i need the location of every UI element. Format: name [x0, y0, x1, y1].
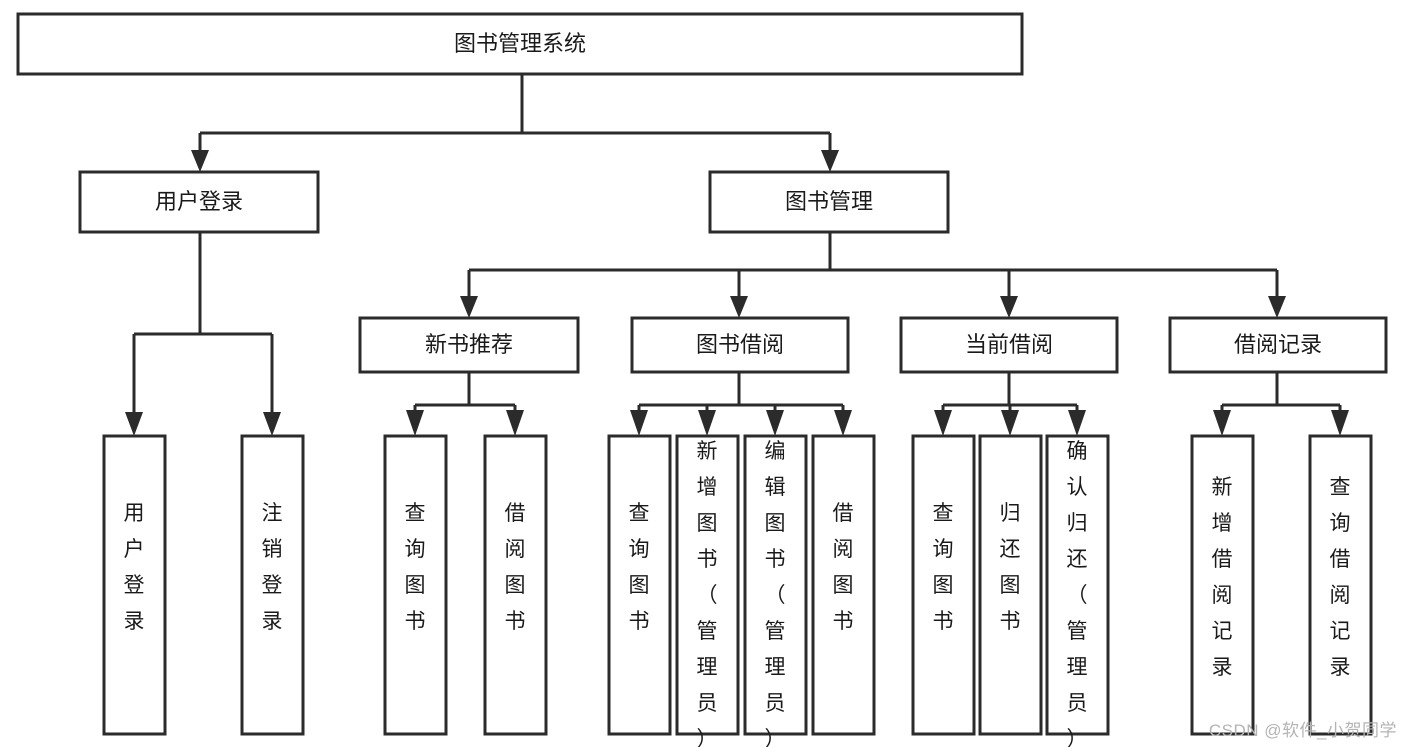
node-user-login[interactable]: 用户登录	[78, 170, 320, 234]
leaf-record-add[interactable]: 新增借阅记录	[1190, 434, 1255, 736]
leaf-current-return-box[interactable]	[978, 434, 1043, 736]
connector-layer	[125, 74, 1349, 436]
arrow-newbook-l2	[506, 410, 524, 436]
arrow-current-l2	[1001, 410, 1019, 436]
node-user-login-box[interactable]	[78, 170, 320, 234]
leaf-borrow-lend-box[interactable]	[811, 434, 876, 736]
node-root-label: 图书管理系统	[454, 31, 586, 56]
node-new-book-recommend[interactable]: 新书推荐	[358, 316, 580, 374]
leaf-current-confirm-return-label: 确认归还（管理员）	[1067, 440, 1088, 747]
arrow-bookmgmt-c4	[1268, 296, 1286, 318]
node-book-management-box[interactable]	[708, 170, 950, 234]
node-borrow-record-box[interactable]	[1168, 316, 1388, 374]
node-borrow-record[interactable]: 借阅记录	[1168, 316, 1388, 374]
leaf-current-query-label: 查询图书	[933, 502, 954, 633]
node-current-borrow-box[interactable]	[899, 316, 1119, 374]
leaf-newbook-borrow-box[interactable]	[483, 434, 548, 736]
leaf-borrow-add[interactable]: 新增图书（管理员）	[675, 434, 740, 747]
leaf-newbook-borrow[interactable]: 借阅图书	[483, 434, 548, 736]
leaf-current-query-box[interactable]	[911, 434, 976, 736]
leaf-user-login-logout[interactable]: 注销登录	[240, 434, 305, 736]
leaf-current-return-label: 归还图书	[1000, 502, 1021, 633]
arrow-bookmgmt-c1	[460, 296, 478, 318]
leaf-record-query[interactable]: 查询借阅记录	[1308, 434, 1373, 736]
leaf-borrow-edit[interactable]: 编辑图书（管理员）	[743, 434, 808, 747]
node-current-borrow-label: 当前借阅	[965, 332, 1053, 357]
arrow-current-l1	[934, 410, 952, 436]
leaf-user-login-logout-box[interactable]	[240, 434, 305, 736]
leaf-newbook-query-label: 查询图书	[405, 502, 426, 633]
leaf-user-login-login-box[interactable]	[102, 434, 167, 736]
arrow-borrow-l3	[766, 410, 784, 436]
node-root-box[interactable]	[16, 12, 1024, 76]
leaf-current-confirm-return-box[interactable]	[1045, 434, 1110, 736]
node-book-management-label: 图书管理	[785, 189, 873, 214]
leaf-borrow-edit-label: 编辑图书（管理员）	[765, 440, 786, 747]
leaf-newbook-query-box[interactable]	[383, 434, 448, 736]
arrow-record-l1	[1213, 410, 1231, 436]
leaf-current-return[interactable]: 归还图书	[978, 434, 1043, 736]
node-borrow-record-label: 借阅记录	[1234, 332, 1322, 357]
arrow-root-to-userlogin	[191, 150, 209, 172]
arrow-borrow-l2	[698, 410, 716, 436]
node-book-borrow[interactable]: 图书借阅	[630, 316, 850, 374]
arrow-newbook-l1	[406, 410, 424, 436]
leaf-borrow-query[interactable]: 查询图书	[607, 434, 672, 736]
arrow-bookmgmt-c2	[730, 296, 748, 318]
leaf-borrow-query-label: 查询图书	[629, 502, 650, 633]
node-book-borrow-label: 图书借阅	[696, 332, 784, 357]
leaf-newbook-borrow-label: 借阅图书	[505, 502, 526, 633]
leaf-user-login-login-label: 用户登录	[124, 502, 145, 633]
arrow-root-to-bookmgmt	[821, 150, 839, 172]
node-book-management[interactable]: 图书管理	[708, 170, 950, 234]
leaf-borrow-query-box[interactable]	[607, 434, 672, 736]
leaf-borrow-add-box[interactable]	[675, 434, 740, 736]
leaf-record-add-label: 新增借阅记录	[1212, 476, 1233, 679]
leaf-user-login-login[interactable]: 用户登录	[102, 434, 167, 736]
node-new-book-recommend-box[interactable]	[358, 316, 580, 374]
arrow-bookmgmt-c3	[1000, 296, 1018, 318]
arrow-borrow-l1	[630, 410, 648, 436]
arrow-borrow-l4	[834, 410, 852, 436]
leaf-borrow-lend-label: 借阅图书	[833, 502, 854, 633]
leaf-newbook-query[interactable]: 查询图书	[383, 434, 448, 736]
leaf-current-query[interactable]: 查询图书	[911, 434, 976, 736]
leaf-borrow-add-label: 新增图书（管理员）	[697, 440, 718, 747]
node-root[interactable]: 图书管理系统	[16, 12, 1024, 76]
node-user-login-label: 用户登录	[155, 189, 243, 214]
node-new-book-recommend-label: 新书推荐	[425, 332, 513, 357]
leaf-borrow-lend[interactable]: 借阅图书	[811, 434, 876, 736]
node-book-borrow-box[interactable]	[630, 316, 850, 374]
arrow-current-l3	[1068, 410, 1086, 436]
leaf-borrow-edit-box[interactable]	[743, 434, 808, 736]
leaf-record-query-label: 查询借阅记录	[1330, 476, 1351, 679]
node-current-borrow[interactable]: 当前借阅	[899, 316, 1119, 374]
arrow-userlogin-leaf2	[263, 412, 281, 436]
arrow-record-l2	[1331, 410, 1349, 436]
leaf-current-confirm-return[interactable]: 确认归还（管理员）	[1045, 434, 1110, 747]
leaf-record-add-box[interactable]	[1190, 434, 1255, 736]
arrow-userlogin-leaf1	[125, 412, 143, 436]
leaf-record-query-box[interactable]	[1308, 434, 1373, 736]
leaf-user-login-logout-label: 注销登录	[262, 502, 283, 633]
